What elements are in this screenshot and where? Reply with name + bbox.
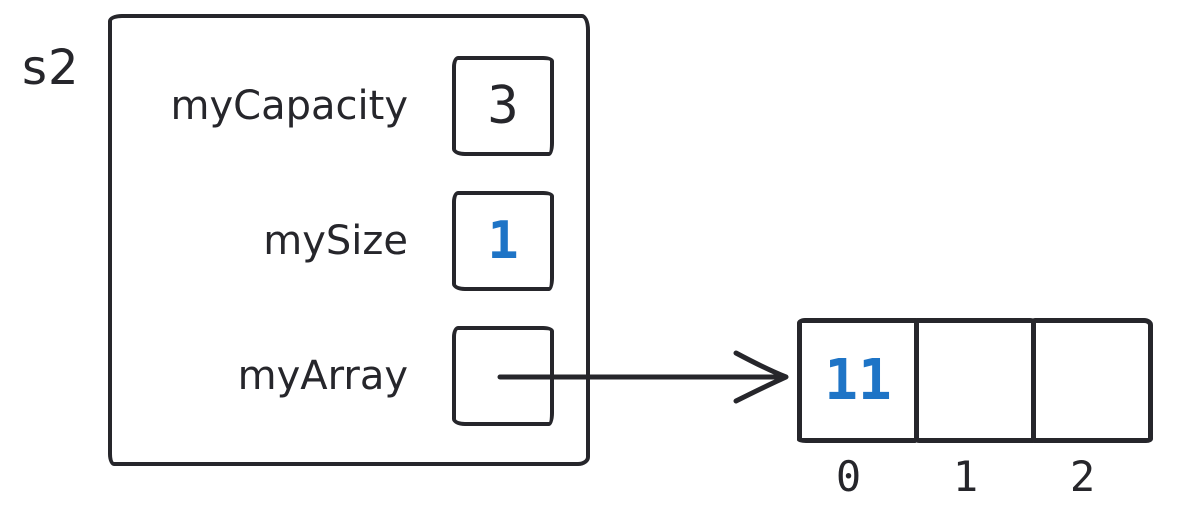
field-label-mycapacity: myCapacity: [170, 83, 408, 129]
field-row-mycapacity: myCapacity 3: [112, 56, 554, 156]
array-cell-1: [914, 318, 1036, 443]
field-value-box-mycapacity: 3: [452, 56, 554, 156]
field-row-mysize: mySize 1: [112, 191, 554, 291]
field-value-box-mysize: 1: [452, 191, 554, 291]
array-index-row: 0 1 2: [790, 456, 1141, 498]
array-cell-0-value: 11: [824, 347, 892, 413]
array-cell-0: 11: [797, 318, 919, 443]
field-label-mysize: mySize: [263, 218, 408, 264]
object-box: myCapacity 3 mySize 1 myArray: [108, 14, 590, 466]
field-label-myarray: myArray: [237, 353, 408, 399]
array-index-2: 2: [1069, 452, 1096, 501]
object-name: s2: [22, 40, 80, 96]
array-index-0: 0: [835, 452, 862, 501]
field-row-myarray: myArray: [112, 326, 554, 426]
array-cell-2: [1031, 318, 1153, 443]
array-index-1: 1: [952, 452, 979, 501]
field-value-mysize: 1: [487, 211, 519, 271]
field-value-mycapacity: 3: [487, 76, 519, 136]
field-value-box-myarray: [452, 326, 554, 426]
array-box: 11: [797, 318, 1153, 443]
